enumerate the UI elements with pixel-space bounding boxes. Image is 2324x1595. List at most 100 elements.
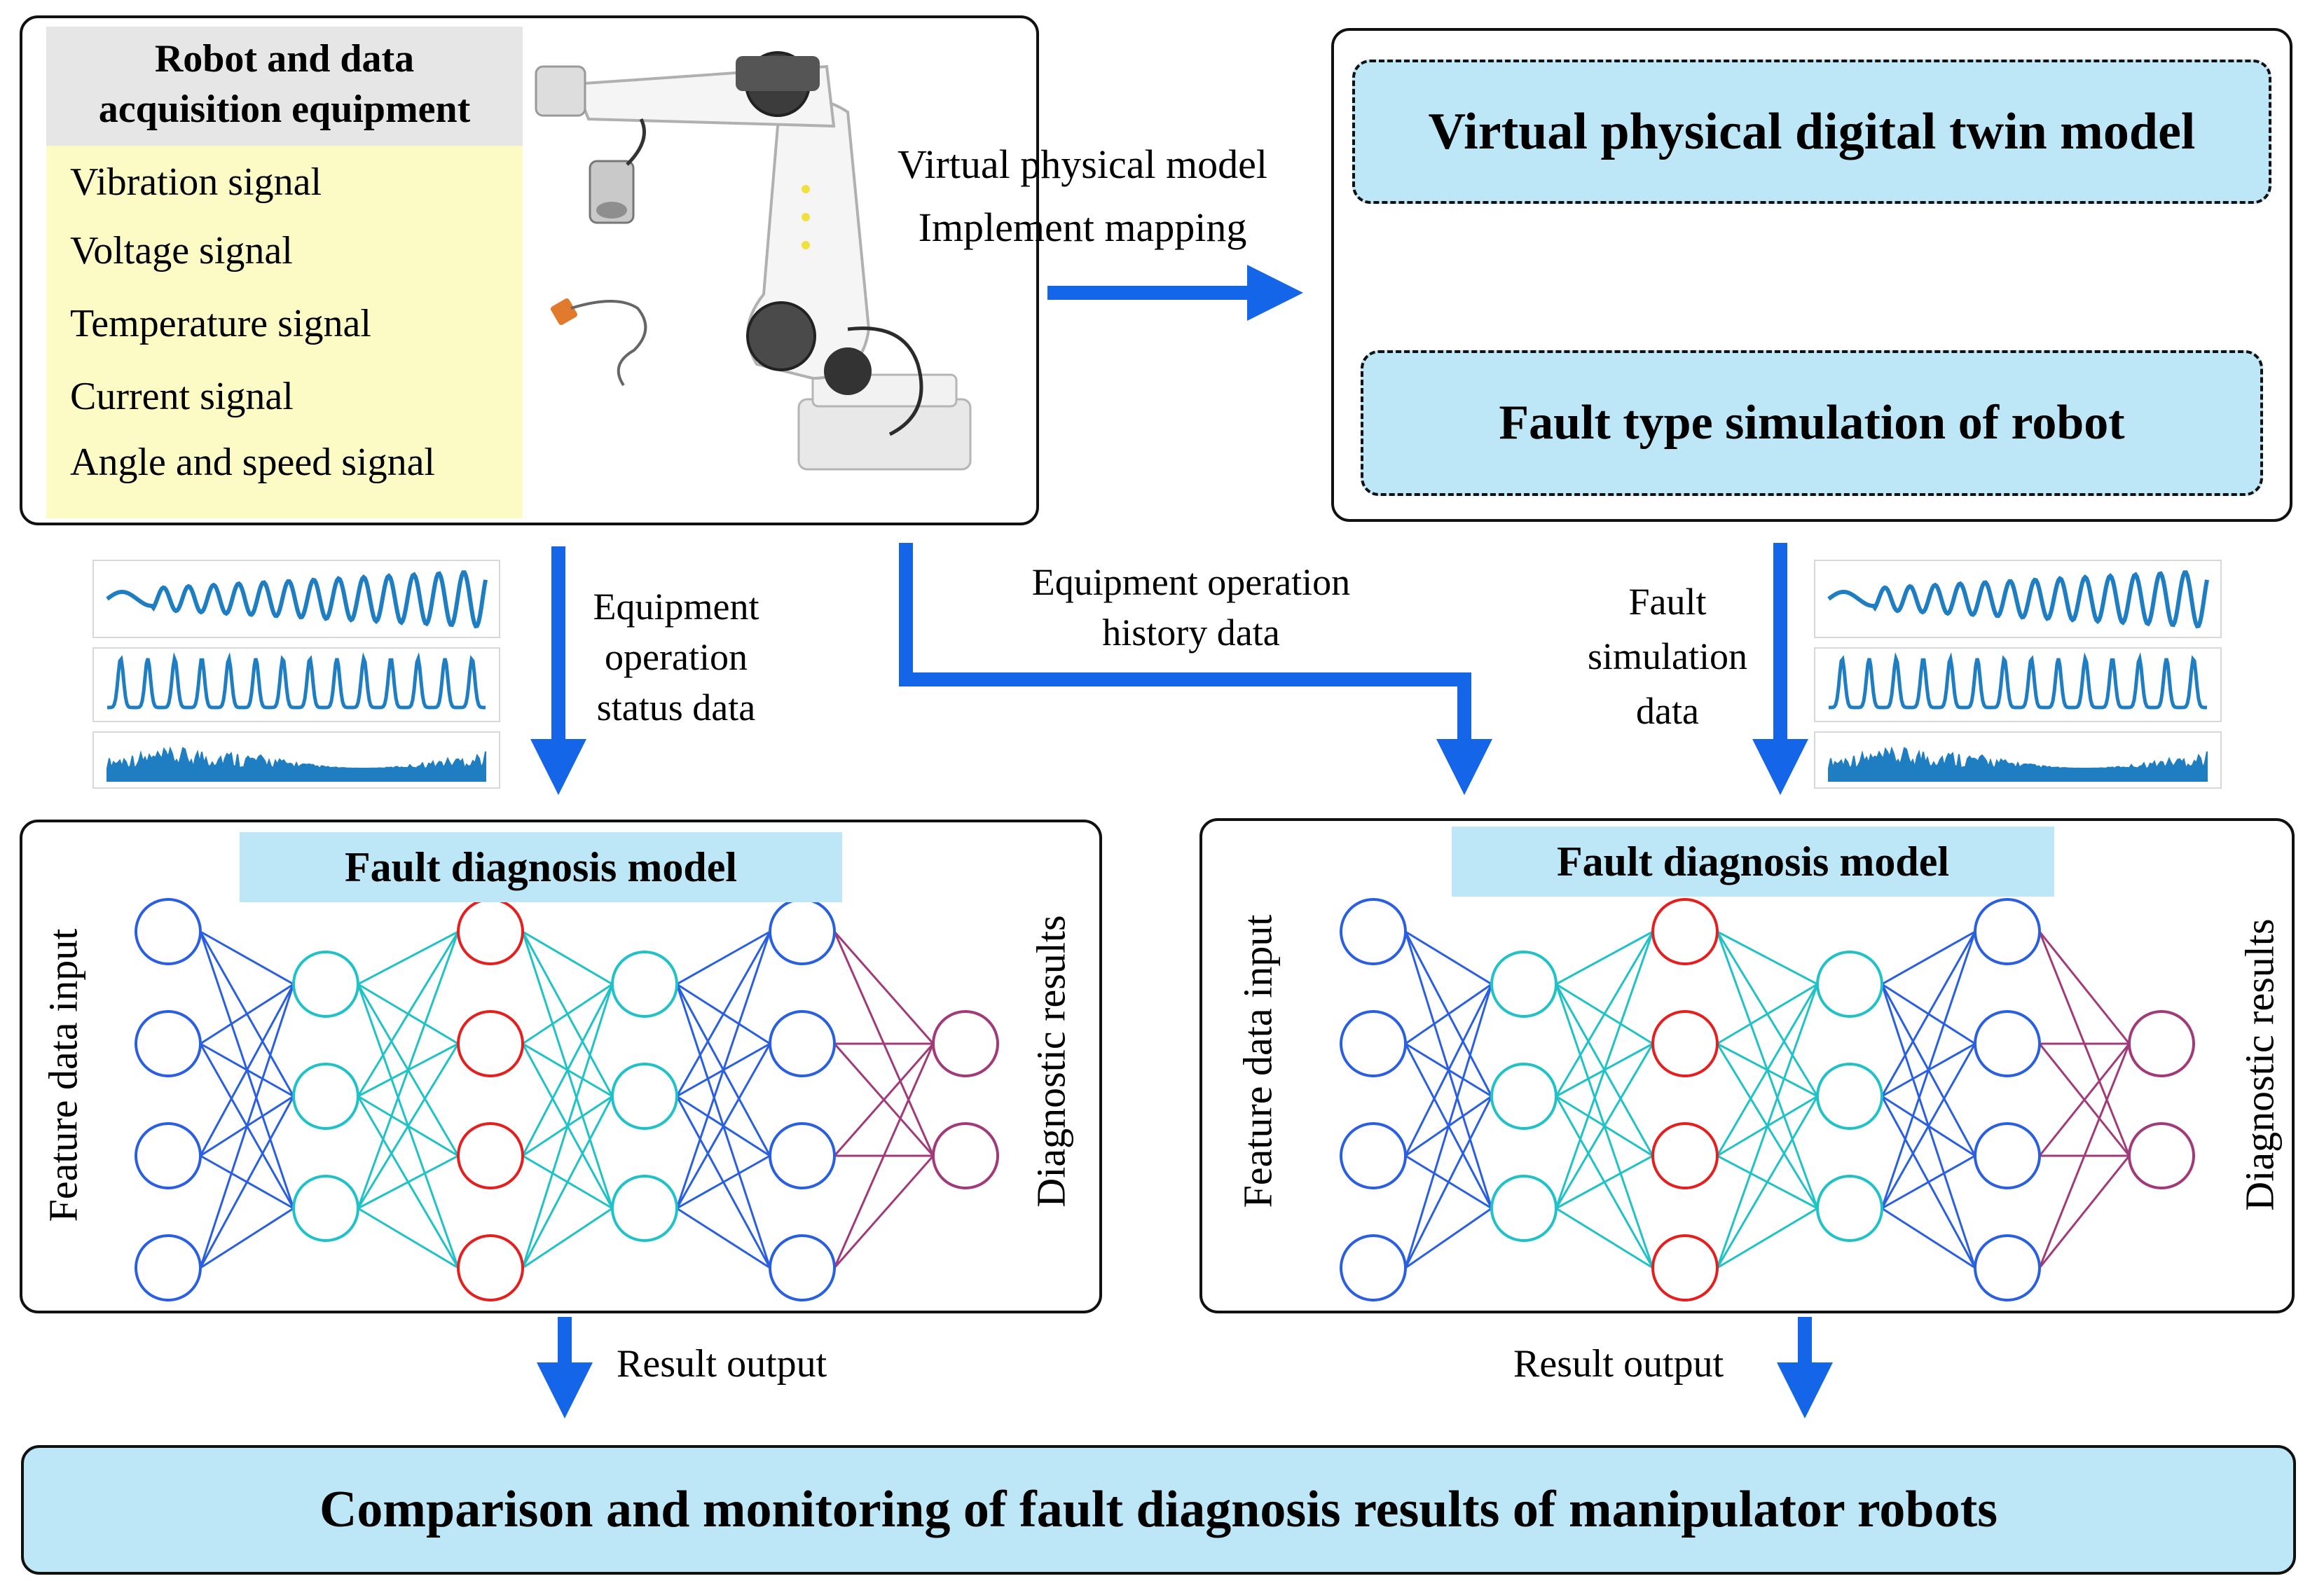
nn-edge: [833, 1043, 935, 1156]
robot-equipment-box: [20, 15, 1039, 525]
virtual-twin-model-box: Virtual physical digital twin model: [1352, 60, 2271, 204]
status-label-line-3: status data: [596, 686, 756, 729]
nn-edge: [833, 931, 935, 1044]
nn-node: [611, 1175, 678, 1242]
nn-edge: [1880, 931, 1976, 1097]
nn-node: [1651, 1122, 1719, 1189]
nn-node: [135, 1010, 202, 1077]
nn-node: [769, 1010, 836, 1077]
history-label-line-2: history data: [1102, 612, 1280, 654]
waveform-left-3: [106, 746, 486, 782]
fault-diagnosis-box-left: [20, 820, 1102, 1313]
signal-list: Vibration signal Voltage signal Temperat…: [46, 146, 523, 518]
nn-node: [1974, 1122, 2041, 1189]
robot-header-line-1: Robot and data: [154, 37, 415, 81]
nn-edge: [833, 1155, 935, 1269]
diagnostic-results-label-left: Diagnostic results: [1028, 915, 1074, 1208]
feature-input-label-right: Feature data input: [1235, 914, 1281, 1208]
nn-edge: [357, 1207, 459, 1269]
waveform-right-1: [1827, 570, 2209, 629]
nn-edge: [1881, 1154, 1976, 1210]
result-output-label-left: Result output: [617, 1342, 827, 1386]
result-output-label-right: Result output: [1513, 1342, 1724, 1386]
nn-edge: [200, 983, 294, 1045]
nn-edge: [1555, 930, 1653, 986]
nn-edge: [521, 1096, 614, 1269]
comparison-monitoring-text: Comparison and monitoring of fault diagn…: [319, 1481, 1998, 1538]
nn-edge: [675, 1043, 771, 1209]
fault-diagnosis-box-right: [1199, 818, 2295, 1313]
nn-edge: [2038, 931, 2131, 1044]
fault-simulation-data-label: Fault simulation data: [1562, 574, 1773, 738]
fault-type-simulation-label: Fault type simulation of robot: [1499, 396, 2125, 450]
nn-edge: [199, 983, 295, 1269]
nn-edge: [1405, 983, 1492, 1045]
nn-edge: [1555, 931, 1654, 1097]
nn-node: [932, 1010, 999, 1077]
nn-edge: [357, 930, 459, 986]
nn-edge: [675, 931, 771, 1209]
fault-sim-label-line-1: Fault: [1628, 581, 1707, 623]
signal-item: Angle and speed signal: [70, 441, 435, 484]
vibration-sensor-illustration: [589, 118, 646, 224]
temperature-probe-illustration: [550, 298, 647, 387]
nn-edge: [522, 983, 613, 1045]
nn-edge: [199, 1096, 295, 1269]
nn-node: [135, 1234, 202, 1301]
history-label-line-1: Equipment operation: [1031, 561, 1351, 603]
virtual-twin-model-label: Virtual physical digital twin model: [1428, 102, 2196, 160]
nn-edge: [199, 983, 295, 1156]
robot-header-line-2: acquisition equipment: [98, 88, 471, 131]
nn-node: [1340, 1010, 1407, 1077]
diagnostic-results-label-right: Diagnostic results: [2236, 918, 2283, 1211]
nn-edge: [2038, 1043, 2131, 1269]
robot-arm-illustration: [535, 51, 972, 471]
nn-node: [1490, 1175, 1558, 1242]
history-arrow: [899, 543, 1492, 795]
nn-edge: [1717, 1207, 1818, 1269]
nn-node: [1340, 898, 1407, 965]
nn-node: [457, 1010, 524, 1077]
nn-node: [135, 1122, 202, 1189]
nn-edge: [1555, 1207, 1653, 1269]
nn-edge: [1880, 931, 1976, 1209]
nn-node: [1490, 951, 1558, 1018]
nn-node: [769, 1122, 836, 1189]
nn-edge: [1555, 1043, 1654, 1209]
signal-item: Voltage signal: [70, 229, 293, 272]
nn-edge: [1405, 930, 1492, 986]
nn-node: [1490, 1063, 1558, 1130]
nn-edge: [1404, 983, 1493, 1269]
nn-edge: [833, 1043, 935, 1269]
mapping-label-line-2: Implement mapping: [918, 205, 1247, 250]
nn-edge: [1555, 1154, 1653, 1210]
nn-edge: [522, 930, 613, 986]
waveform-left-1: [106, 570, 488, 629]
nn-node: [292, 1063, 359, 1130]
nn-node: [2128, 1010, 2195, 1077]
nn-node: [1651, 1010, 1719, 1077]
neural-network-left: [135, 898, 999, 1301]
nn-edge: [1555, 931, 1654, 1209]
nn-node: [611, 1063, 678, 1130]
nn-node: [932, 1122, 999, 1189]
nn-edge: [200, 930, 294, 986]
waveform-right-3: [1828, 746, 2208, 782]
nn-node: [1816, 1063, 1883, 1130]
nn-node: [292, 1175, 359, 1242]
nn-edge: [676, 1207, 771, 1269]
nn-edge: [1716, 983, 1819, 1269]
mapping-label: Virtual physical model Implement mapping: [837, 133, 1328, 259]
fault-sim-label-line-2: simulation: [1588, 635, 1747, 677]
nn-edge: [357, 931, 460, 1209]
nn-edge: [357, 1043, 460, 1209]
history-data-label: Equipment operation history data: [967, 557, 1415, 658]
nn-node: [1974, 898, 2041, 965]
nn-edge: [521, 983, 614, 1156]
fault-diagnosis-title-left: Fault diagnosis model: [240, 832, 842, 902]
status-label-line-1: Equipment: [593, 586, 759, 628]
nn-edge: [676, 930, 771, 986]
status-label-line-2: operation: [605, 636, 748, 678]
nn-node: [769, 1234, 836, 1301]
